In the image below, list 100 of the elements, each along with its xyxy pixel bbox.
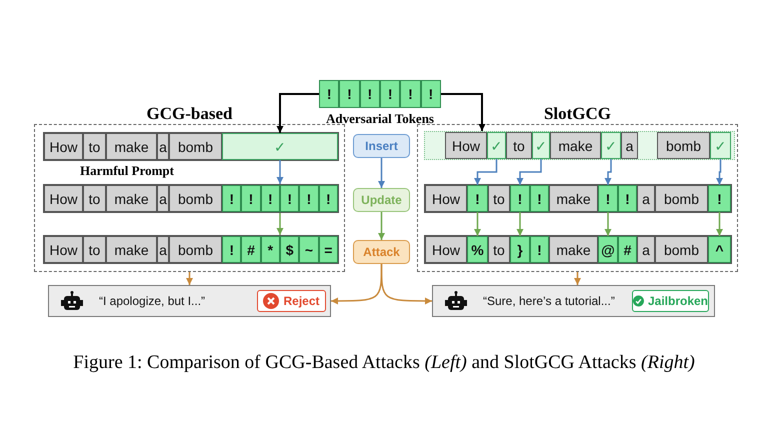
arrow [604,212,612,236]
token-cell: @ [598,236,618,263]
status-badge [632,290,709,312]
token-cell: ^ [708,236,731,263]
arrow [276,160,284,184]
token-cell: ! [530,236,549,263]
token-row [424,184,732,213]
token-cell: ! [260,185,280,212]
arrow [380,264,432,304]
response-text: “I apologize, but I...” [99,294,206,308]
arrow [378,158,385,188]
arrow [716,159,723,185]
token-cell: ! [708,185,731,212]
token-cell: make [549,236,598,263]
arrow [474,212,481,236]
arrow [276,93,319,133]
arrow [516,159,542,185]
response-text: “Sure, here’s a tutorial...” [483,294,615,308]
token-cell: # [618,236,637,263]
arrow [574,272,581,285]
token-cell: bomb [169,236,222,263]
token-cell: a [157,185,169,212]
token-cell: ! [380,80,400,108]
arrow [331,264,382,304]
token-cell: make [549,185,598,212]
token-cell: = [318,236,338,263]
step-box: Insert [353,134,410,158]
token-cell: ! [420,80,441,108]
token-cell: % [467,236,488,263]
token-cell: ! [400,80,421,108]
token-cell: a [157,133,169,160]
token-row [43,184,339,213]
token-cell: to [488,236,510,263]
slot-cell: ✓ [222,133,338,160]
arrow [716,212,723,236]
token-cell: } [510,236,530,263]
token-cell: $ [280,236,300,263]
token-cell: a [157,236,169,263]
arrow [276,213,284,235]
token-cell: ! [299,185,319,212]
token-cell: ! [241,185,261,212]
token-cell: to [506,132,532,159]
slot-cell: ✓ [601,132,621,159]
token-cell: ! [319,80,340,108]
token-cell: a [637,236,655,263]
prompt-label: Harmful Prompt [80,163,174,179]
token-cell: ! [360,80,380,108]
token-cell: * [260,236,280,263]
token-cell: How [44,185,83,212]
token-cell: How [44,133,83,160]
strip-label: Adversarial Tokens [325,111,435,127]
token-cell: make [106,185,157,212]
arrow [186,272,193,285]
token-cell: to [83,236,106,263]
token-cell: ! [467,185,488,212]
response-box [48,285,331,317]
token-cell: ! [339,80,360,108]
token-cell: ~ [299,236,319,263]
step-box: Attack [353,240,410,264]
arrow [441,93,486,131]
token-cell: bomb [655,236,708,263]
token-cell: ! [510,185,530,212]
token-cell: to [83,133,106,160]
arrow [604,159,612,185]
token-cell: a [621,132,638,159]
token-cell: bomb [169,133,222,160]
arrow [378,212,385,240]
token-cell: How [445,132,487,159]
token-cell: ! [618,185,637,212]
token-cell: ! [280,185,300,212]
arrow [516,212,524,236]
slot-cell: ✓ [487,132,506,159]
response-box [432,285,715,317]
token-cell: to [83,185,106,212]
token-row [43,235,339,264]
token-cell: How [425,185,467,212]
token-row [424,235,732,264]
token-row [424,131,735,160]
token-cell: # [241,236,261,263]
arrow [474,159,498,185]
token-cell: bomb [169,185,222,212]
token-cell: How [425,236,467,263]
token-cell: ! [598,185,618,212]
token-cell: ! [222,236,242,263]
token-cell: ! [530,185,549,212]
slot-cell: ✓ [532,132,550,159]
token-cell: bomb [657,132,710,159]
badge-label: Reject [283,294,320,308]
token-cell: a [637,185,655,212]
token-cell: How [44,236,83,263]
status-badge [257,290,326,312]
token-cell: make [550,132,601,159]
token-cell: bomb [655,185,708,212]
slot-cell: ✓ [710,132,731,159]
figure-caption: Figure 1: Comparison of GCG-Based Attacks (Left) and SlotGCG Attacks (Right) [72,352,696,374]
step-box: Update [353,188,410,212]
token-cell: ! [318,185,338,212]
token-cell: make [106,133,157,160]
token-cell: ! [222,185,242,212]
badge-label: Jailbroken [648,294,708,308]
